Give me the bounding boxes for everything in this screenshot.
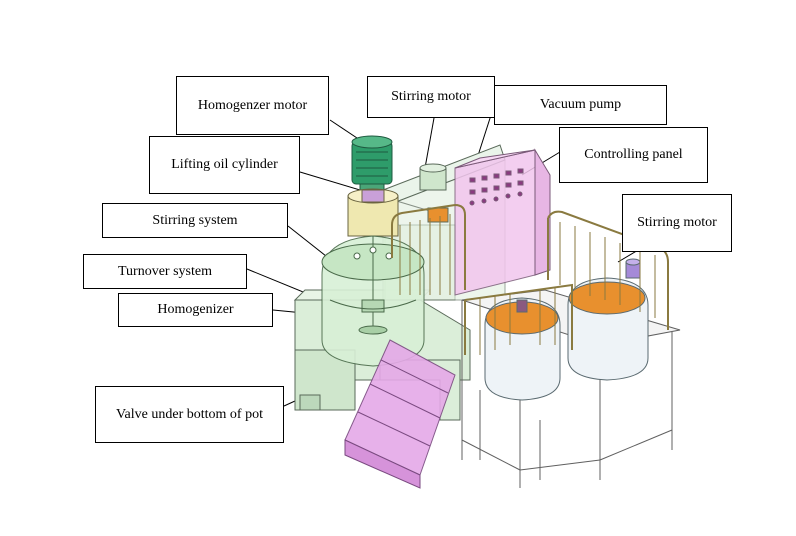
right-railing	[464, 210, 669, 355]
lifting-cylinder	[347, 188, 399, 237]
main-tank	[321, 235, 425, 367]
label-turnover-system: Turnover system	[83, 254, 247, 289]
label-valve-under-bottom: Valve under bottom of pot	[95, 386, 284, 443]
label-homogenizer-motor: Homogenzer motor	[176, 76, 329, 135]
chute	[344, 339, 456, 489]
label-controlling-panel: Controlling panel	[559, 127, 708, 183]
control-panel	[454, 148, 551, 296]
label-stirring-motor-top: Stirring motor	[367, 76, 495, 118]
label-homogenizer: Homogenizer	[118, 293, 273, 327]
left-railing	[391, 203, 466, 295]
label-stirring-system: Stirring system	[102, 203, 288, 238]
top-stirring-motor	[419, 163, 449, 223]
homogenizer-motor	[351, 135, 393, 193]
label-stirring-motor-right: Stirring motor	[622, 194, 732, 252]
label-vacuum-pump: Vacuum pump	[494, 85, 667, 125]
label-lifting-oil-cylinder: Lifting oil cylinder	[149, 136, 300, 194]
